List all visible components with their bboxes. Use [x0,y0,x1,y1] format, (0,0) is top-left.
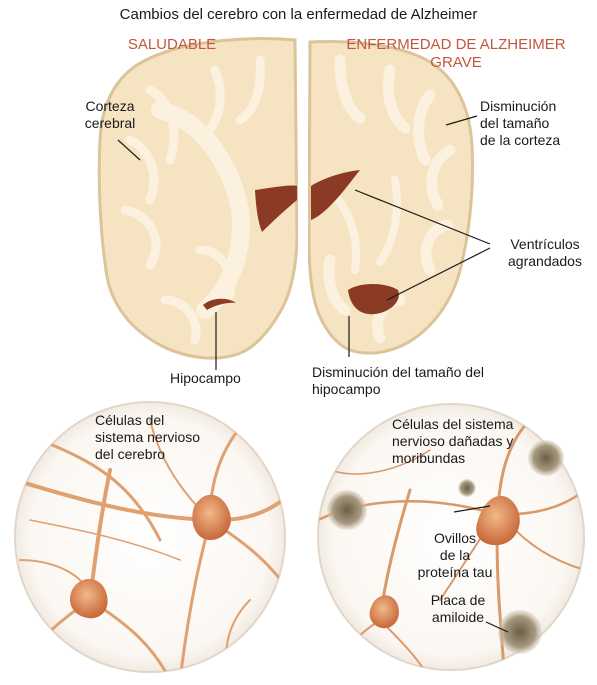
severe-header: ENFERMEDAD DE ALZHEIMER GRAVE [326,36,586,72]
cortex-shrink-label: Disminución del tamaño de la corteza [480,98,590,149]
cortex-label: Corteza cerebral [65,98,155,132]
healthy-cells-label: Células del sistema nervioso del cerebro [95,412,225,463]
ventricles-label: Ventrículos agrandados [495,236,595,270]
healthy-brain [99,39,297,359]
divider [298,36,308,685]
hippocampus-label: Hipocampo [170,370,270,387]
damaged-cells-label: Células del sistema nervioso dañadas y m… [392,416,552,467]
diagram-title: Cambios del cerebro con la enfermedad de… [0,6,597,23]
healthy-header: SALUDABLE [112,36,232,54]
tau-tangles-label: Ovillos de la proteína tau [405,530,505,581]
amyloid-plaque [327,490,367,530]
hippocampus-shrink-label: Disminución del tamaño del hipocampo [312,364,542,398]
severe-brain [309,42,473,354]
amyloid-plaque [458,479,476,497]
amyloid-plaque-label: Placa de amiloide [418,592,498,626]
amyloid-plaque [498,610,542,654]
